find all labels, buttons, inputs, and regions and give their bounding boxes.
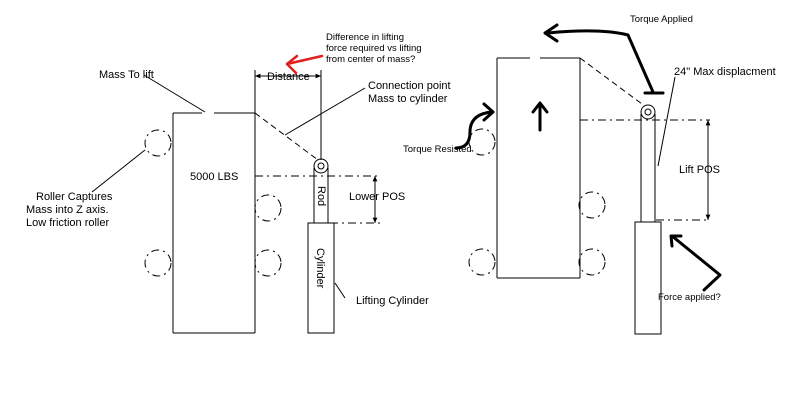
torque-resisted-arrow	[454, 102, 495, 150]
up-arrow-icon	[531, 101, 549, 132]
distance-dimension	[254, 70, 322, 160]
displacement-leader	[657, 76, 676, 167]
lower-pos-label: Lower POS	[349, 191, 405, 203]
roller-label-2: Mass into Z axis.	[26, 204, 109, 216]
rollers-right	[468, 128, 606, 276]
connection-pin-raised	[640, 104, 656, 120]
mass-label: Mass To lift	[99, 69, 154, 81]
left-diagram	[91, 54, 380, 334]
connection-pin	[313, 158, 329, 174]
difference-note-1: Difference in lifting	[326, 32, 404, 43]
weight-label: 5000 LBS	[190, 171, 238, 183]
force-applied-label: Force applied?	[658, 292, 721, 303]
difference-note-3: from center of mass?	[326, 54, 415, 65]
connection-label-1: Connection point	[368, 80, 451, 92]
torque-applied-label: Torque Applied	[630, 14, 693, 25]
right-diagram	[454, 23, 722, 335]
cylinder	[307, 222, 335, 334]
roller-label-1: Roller Captures	[36, 191, 113, 203]
rod-extended	[640, 114, 656, 222]
mass-block-raised	[496, 57, 581, 279]
cylinder-leader	[334, 282, 346, 299]
rod	[313, 168, 329, 223]
lifting-cylinder-label: Lifting Cylinder	[356, 295, 429, 307]
link-line	[254, 112, 319, 161]
force-applied-arrow	[669, 234, 722, 292]
connection-leader	[284, 87, 366, 136]
lift-pos-label: Lift POS	[679, 164, 720, 176]
roller-leader	[91, 149, 146, 193]
torque-resisted-label: Torque Resisted	[403, 144, 472, 155]
mass-leader	[143, 74, 206, 113]
cylinder-label: Cylinder	[314, 248, 326, 289]
distance-label: Distance	[267, 71, 310, 83]
cylinder-raised	[634, 221, 662, 335]
red-arrow	[285, 54, 324, 75]
mass-block	[172, 112, 256, 334]
difference-note-2: force required vs lifting	[326, 43, 422, 54]
rollers-left	[144, 129, 282, 277]
link-line-raised	[579, 57, 643, 105]
torque-applied-arrow	[543, 23, 665, 95]
max-displacement-label: 24" Max displacment	[674, 66, 776, 78]
roller-label-3: Low friction roller	[26, 217, 109, 229]
rod-label: Rod	[315, 186, 327, 206]
connection-label-2: Mass to cylinder	[368, 93, 448, 105]
